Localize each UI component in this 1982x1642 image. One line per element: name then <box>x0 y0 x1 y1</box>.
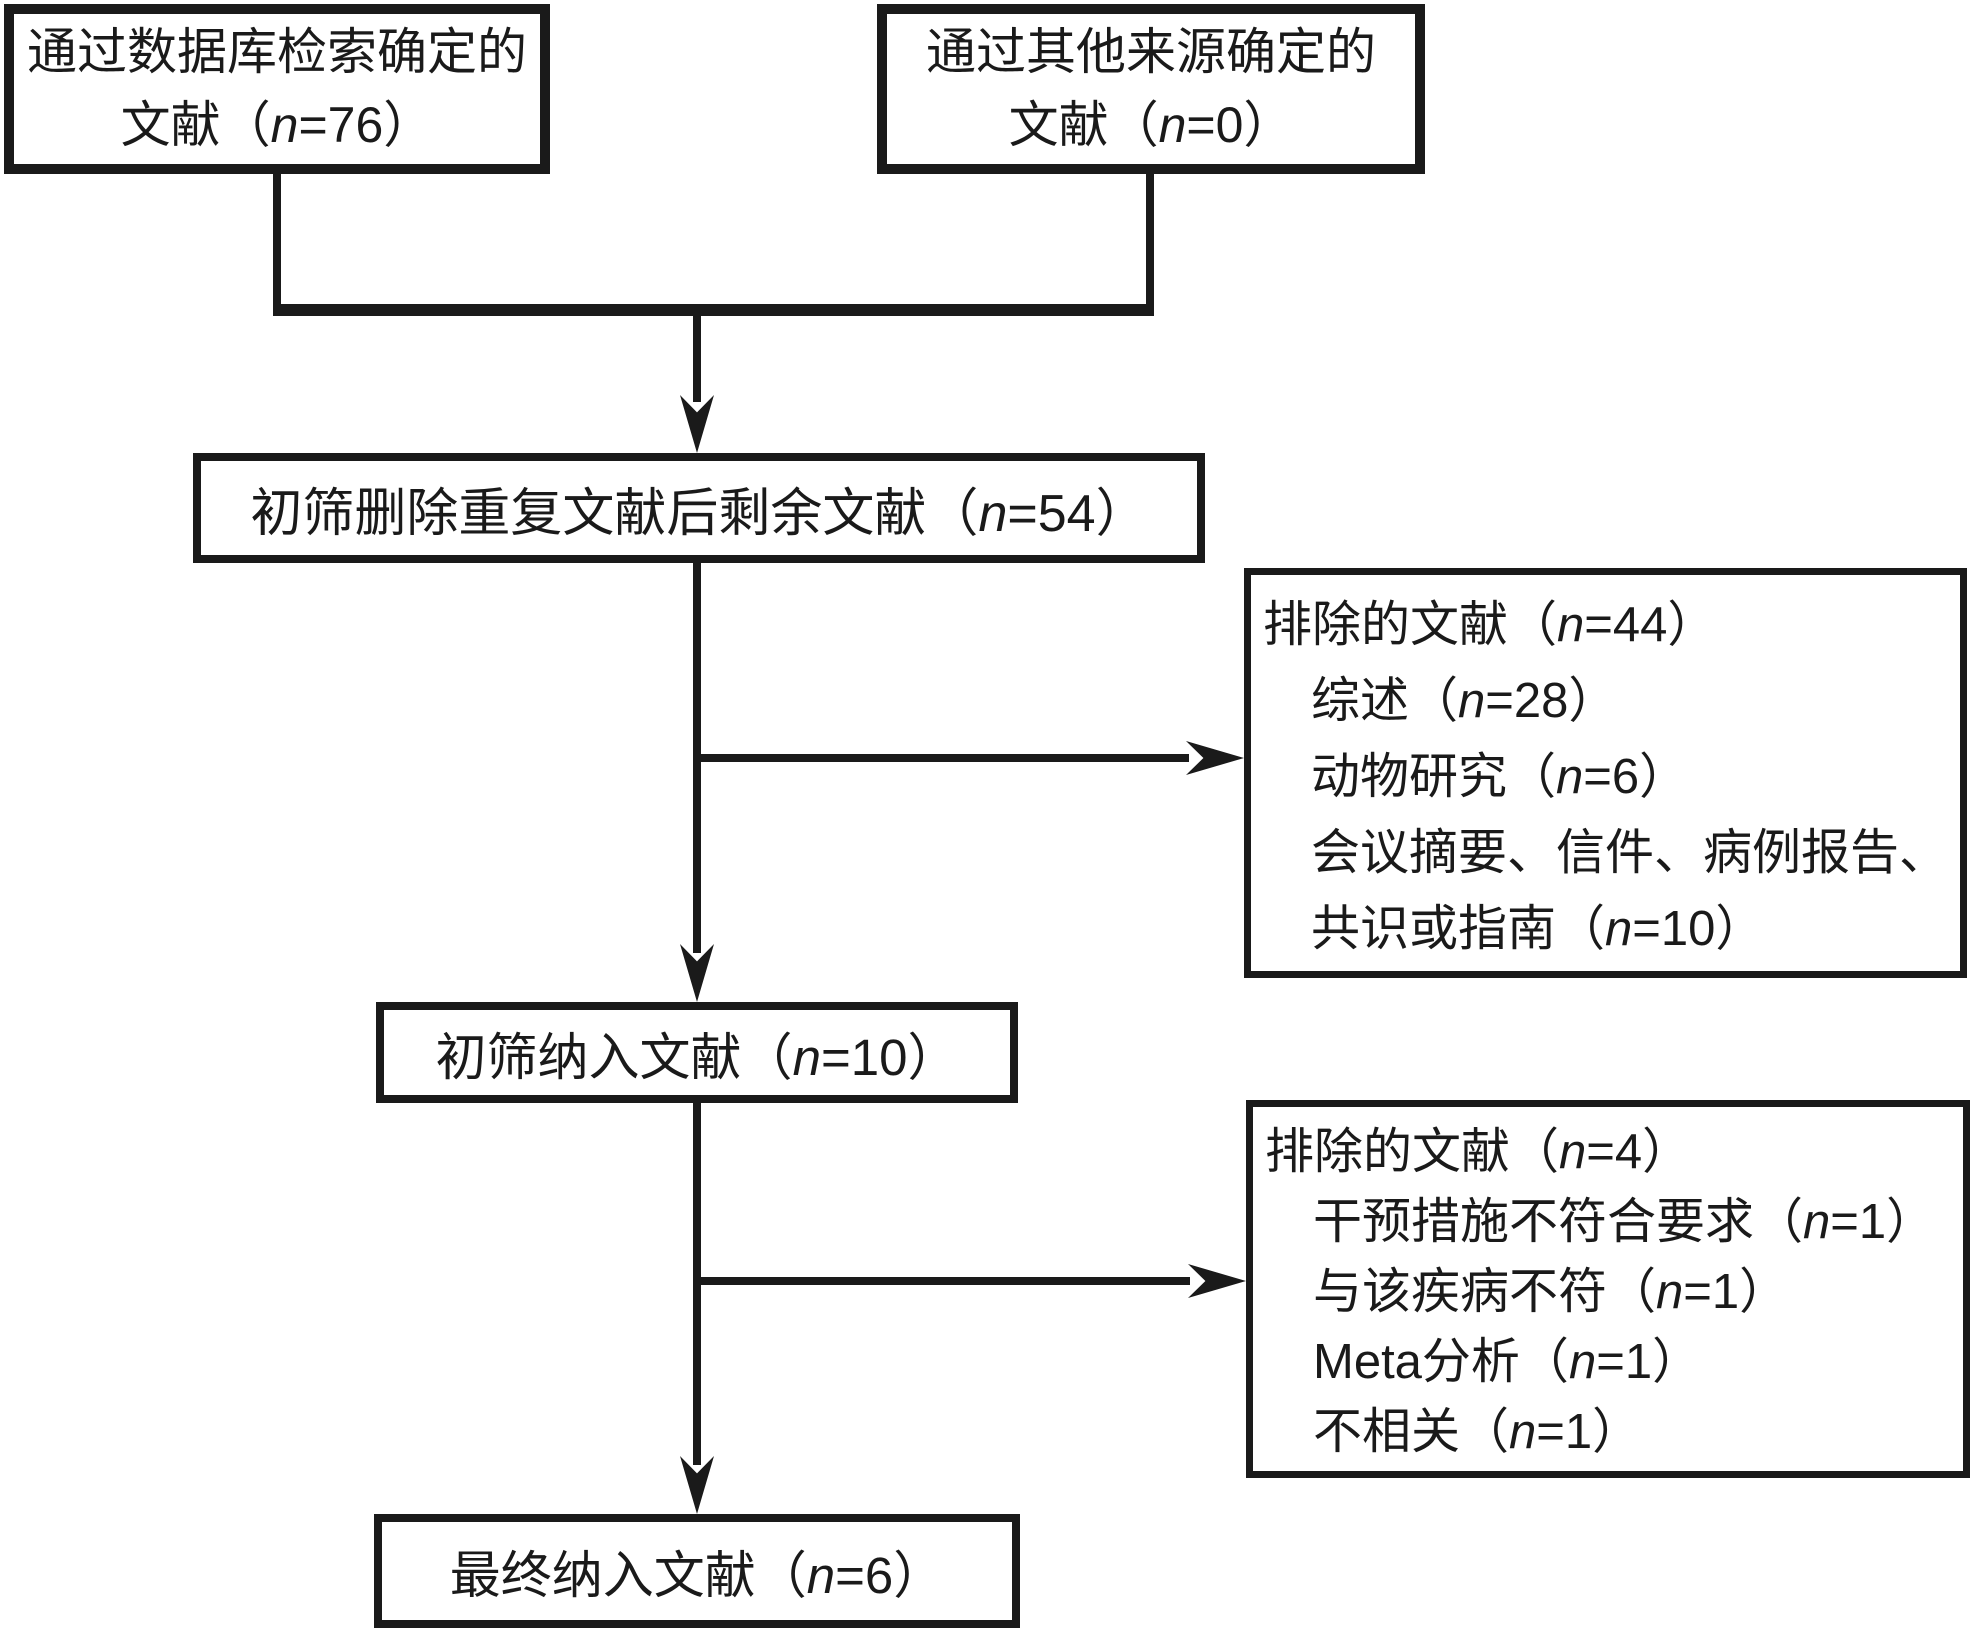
box-excluded-eligibility: 排除的文献（n=4） 干预措施不符合要求（n=1） 与该疾病不符（n=1） Meta分… <box>1246 1100 1970 1478</box>
connector-from-other-sources-box <box>1146 172 1154 312</box>
text-line: 动物研究（n=6） <box>1311 750 1689 804</box>
text-line: 最终纳入文献（n=6） <box>449 1547 945 1604</box>
box-after-deduplication: 初筛删除重复文献后剩余文献（n=54） <box>193 453 1205 563</box>
text-line: 文献（n=0） <box>1008 97 1294 153</box>
text-line: 会议摘要、信件、病例报告、 <box>1311 826 1949 880</box>
text-line: 不相关（n=1） <box>1313 1405 1642 1459</box>
arrowhead-down-to-dedup-icon <box>680 395 714 453</box>
text-line: 通过数据库检索确定的 <box>27 24 527 80</box>
connector-from-database-box <box>273 172 281 312</box>
text-line: 排除的文献（n=4） <box>1265 1125 1692 1179</box>
connector-branch-excluded-eligibility <box>697 1277 1190 1285</box>
connector-merge-to-dedup <box>693 314 701 402</box>
arrowhead-right-to-excluded-eligibility-icon <box>1188 1264 1246 1298</box>
box-included-screening: 初筛纳入文献（n=10） <box>376 1002 1018 1103</box>
arrowhead-right-to-excluded-screening-icon <box>1186 741 1244 775</box>
text-line: 排除的文献（n=44） <box>1263 598 1717 652</box>
text-line: 文献（n=76） <box>120 97 434 153</box>
box-included-final: 最终纳入文献（n=6） <box>374 1514 1020 1628</box>
connector-merge-bar <box>273 304 1154 316</box>
text-line: 初筛删除重复文献后剩余文献（n=54） <box>250 484 1148 543</box>
text-line: 通过其他来源确定的 <box>926 24 1376 80</box>
connector-branch-excluded-screening <box>697 754 1189 762</box>
text-line: 初筛纳入文献（n=10） <box>435 1028 959 1086</box>
text-line: 干预措施不符合要求（n=1） <box>1313 1195 1936 1249</box>
box-excluded-screening: 排除的文献（n=44） 综述（n=28） 动物研究（n=6） 会议摘要、信件、病例报告… <box>1244 568 1967 978</box>
box-identified-other-sources: 通过其他来源确定的文献（n=0） <box>877 4 1425 174</box>
text-line: 与该疾病不符（n=1） <box>1313 1265 1789 1319</box>
text-line: 共识或指南（n=10） <box>1311 902 1765 956</box>
text-line: 综述（n=28） <box>1311 674 1618 728</box>
text-line: Meta分析（n=1） <box>1313 1335 1702 1389</box>
box-identified-database: 通过数据库检索确定的文献（n=76） <box>4 4 550 174</box>
